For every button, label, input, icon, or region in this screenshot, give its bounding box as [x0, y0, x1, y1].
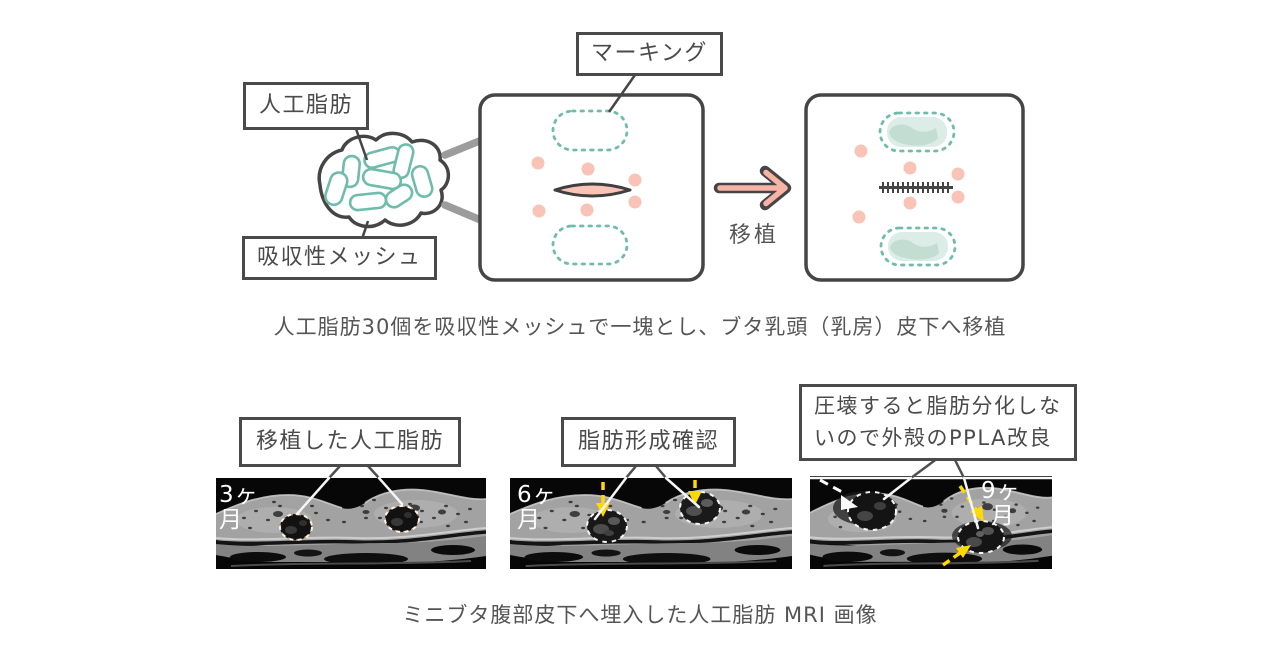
- month-3-line2: 月: [219, 507, 243, 534]
- month-6-line1: 6ヶ: [517, 482, 557, 508]
- label-absorbable-mesh: 吸収性メッシュ: [242, 236, 437, 280]
- label-artificial-fat-text: 人工脂肪: [259, 93, 354, 118]
- top-caption: 人工脂肪30個を吸収性メッシュで一塊とし、ブタ乳頭（乳房）皮下へ移植: [273, 315, 1007, 339]
- label-transplanted-fat: 移植した人工脂肪: [239, 417, 462, 467]
- marking-dashed-bottom-after: [879, 226, 957, 267]
- connector-1-right-dark: [366, 464, 381, 480]
- label-marking: マーキング: [576, 32, 723, 76]
- label-fat-formation-text: 脂肪形成確認: [578, 429, 720, 454]
- month-6-line2: 月: [517, 507, 541, 534]
- label-transplant-text: 移植: [729, 223, 780, 248]
- artificial-fat-capsules: [324, 143, 434, 212]
- label-transplanted-fat-text: 移植した人工脂肪: [256, 429, 445, 454]
- label-ppla-line1: 圧壊すると脂肪分化しな: [814, 394, 1062, 418]
- label-absorbable-mesh-text: 吸収性メッシュ: [257, 245, 422, 270]
- connector-3-right-dark: [952, 456, 966, 480]
- bottom-caption: ミニブタ腹部皮下へ埋入した人工脂肪 MRI 画像: [402, 603, 878, 627]
- pink-dots-before: [531, 156, 642, 218]
- label-fat-formation: 脂肪形成確認: [561, 417, 737, 467]
- month-9-line2: 月: [991, 503, 1015, 530]
- implant-marker-left-3m: [279, 513, 313, 541]
- implanted-fat-bottom-patch: [890, 239, 939, 260]
- torso-box-before: [478, 93, 705, 282]
- torso-box-after: [804, 93, 1025, 282]
- implant-marker-right-6m: [679, 491, 721, 525]
- month-label-3: 3ヶ 月: [219, 482, 259, 534]
- marking-dashed-area-top: [551, 109, 629, 152]
- marking-dashed-area-bottom: [551, 224, 629, 266]
- implant-marker-left-9m: [847, 491, 897, 531]
- connector-3-left-dark: [909, 456, 940, 480]
- implanted-fat-top-patch: [889, 124, 938, 146]
- suture-stitch-icon: [879, 182, 953, 193]
- implant-marker-right-3m: [384, 505, 420, 533]
- implant-marker-left-6m: [586, 509, 628, 543]
- yellow-arrow-lower-icon: [941, 545, 971, 567]
- month-label-6: 6ヶ 月: [517, 482, 557, 534]
- month-label-9: 9ヶ 月: [981, 478, 1021, 530]
- label-ppla-line2: いので外殻のPPLA改良: [814, 425, 1052, 450]
- artificial-fat-pointer-line: [353, 125, 369, 161]
- marking-dashed-top-after: [878, 111, 956, 153]
- label-artificial-fat: 人工脂肪: [243, 82, 370, 130]
- pink-dots-after: [852, 144, 965, 224]
- fat-mesh-blob: [317, 125, 451, 240]
- white-dashed-pointer: [819, 478, 845, 495]
- white-arrowhead-icon: [841, 495, 858, 510]
- connector-2-right-dark: [654, 464, 668, 480]
- transplant-arrow-icon: [713, 165, 792, 211]
- nipple-shape: [553, 182, 632, 198]
- label-ppla-note: 圧壊すると脂肪分化しな いので外殻のPPLA改良: [799, 384, 1077, 461]
- connector-1-left-dark: [327, 464, 342, 480]
- label-transplant: 移植: [729, 217, 779, 249]
- label-marking-text: マーキング: [591, 41, 708, 66]
- top-illustration: [317, 74, 1025, 282]
- mri-panel-3-months: [216, 478, 486, 569]
- month-3-line1: 3ヶ: [219, 482, 259, 508]
- month-9-line1: 9ヶ: [981, 478, 1021, 504]
- marking-pointer-line: [607, 74, 637, 113]
- connector-2-left-dark: [624, 464, 638, 480]
